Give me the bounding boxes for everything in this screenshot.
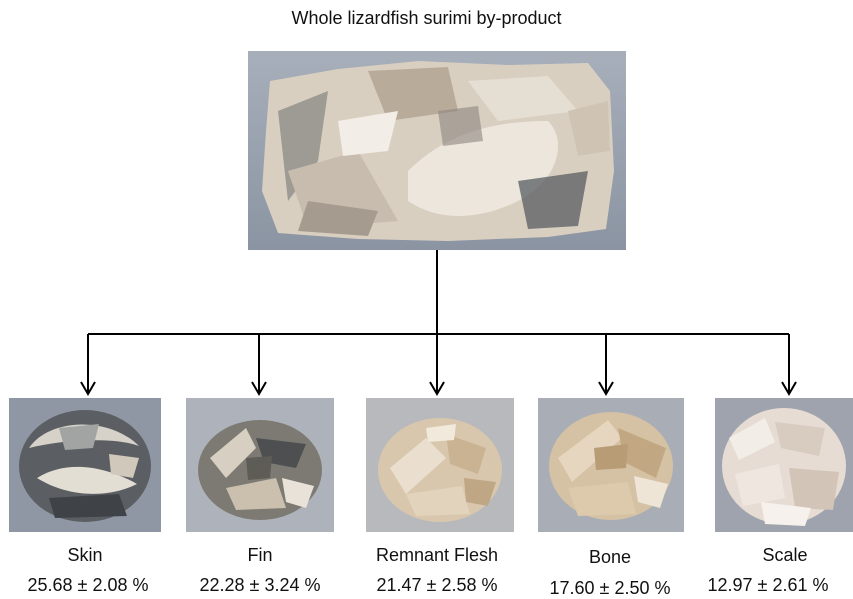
remnant-flesh-photo [366, 398, 514, 532]
fin-photo [186, 398, 334, 532]
fraction-percent-remnant-flesh: 21.47 ± 2.58 % [352, 574, 522, 596]
fraction-percent-skin: 25.68 ± 2.08 % [3, 574, 173, 596]
fraction-label-fin: Fin [180, 544, 340, 566]
fraction-percent-scale: 12.97 ± 2.61 % [683, 574, 853, 596]
fraction-label-scale: Scale [705, 544, 853, 566]
skin-photo [9, 398, 161, 532]
fraction-label-skin: Skin [5, 544, 165, 566]
bone-photo [538, 398, 684, 532]
fraction-label-bone: Bone [530, 546, 690, 568]
scale-photo [715, 398, 853, 532]
fraction-percent-fin: 22.28 ± 3.24 % [175, 574, 345, 596]
fraction-label-remnant-flesh: Remnant Flesh [357, 544, 517, 566]
